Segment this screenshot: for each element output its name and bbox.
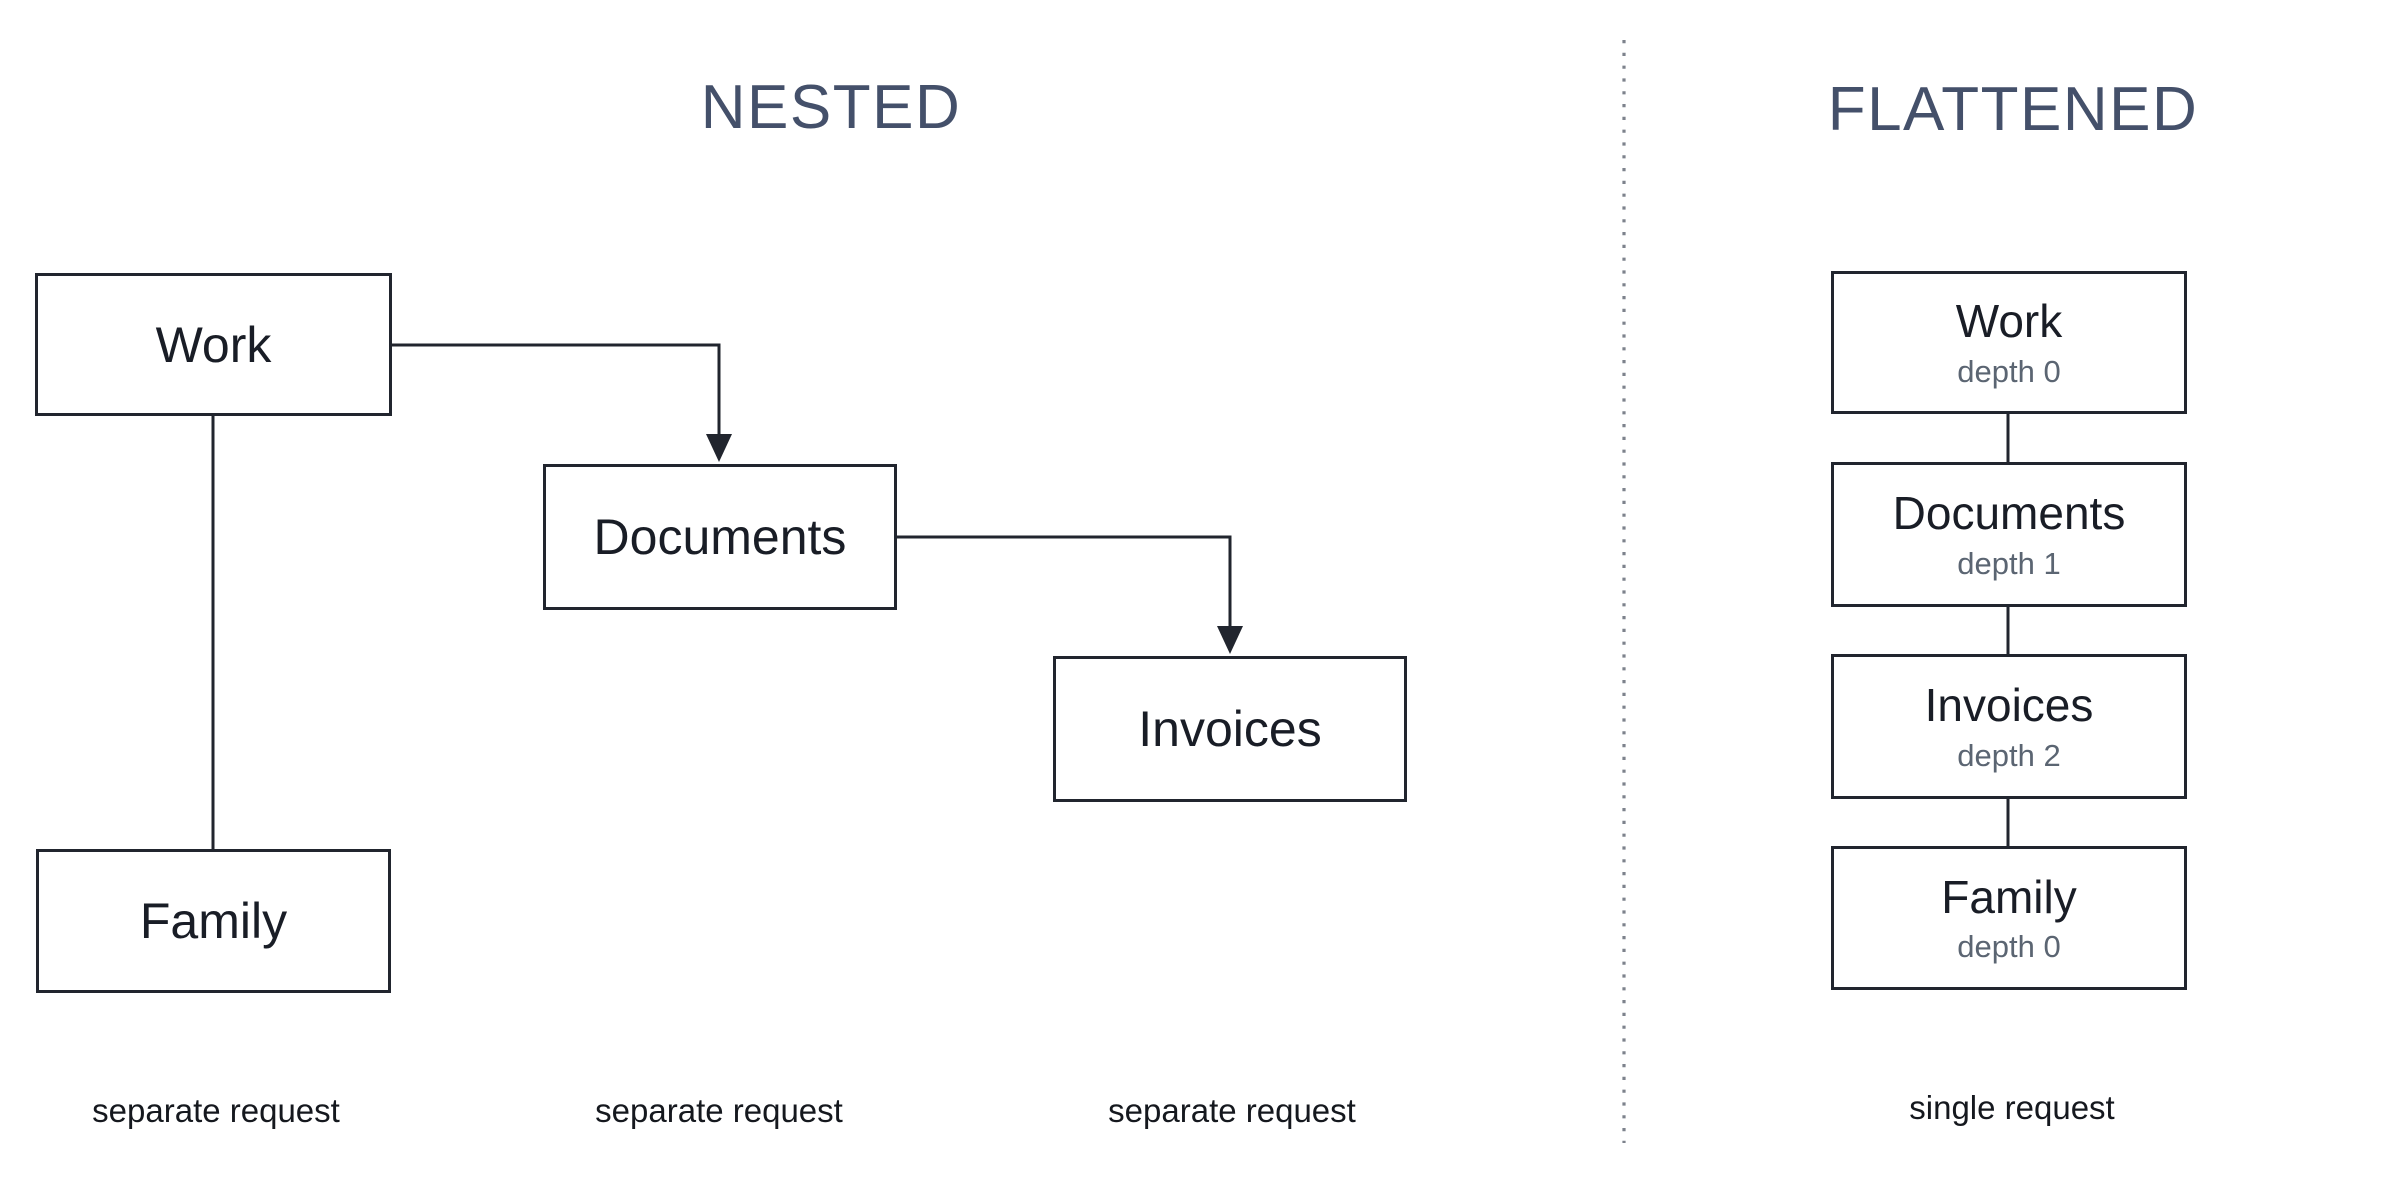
nested-node-work-label: Work	[155, 316, 272, 373]
nested-node-family: Family	[36, 849, 391, 993]
documents-to-invoices-arrowhead-icon	[1217, 626, 1243, 654]
flattened-node-documents: Documents depth 1	[1831, 462, 2187, 607]
nested-node-documents: Documents	[543, 464, 897, 610]
work-to-documents-arrowhead-icon	[706, 434, 732, 462]
flattened-node-work-depth: depth 0	[1957, 353, 2061, 389]
flattened-node-invoices: Invoices depth 2	[1831, 654, 2187, 799]
flattened-node-family-depth: depth 0	[1957, 929, 2061, 965]
flattened-node-invoices-depth: depth 2	[1957, 737, 2061, 773]
caption-separate-request-2: separate request	[595, 1092, 843, 1129]
flattened-node-documents-depth: depth 1	[1957, 545, 2061, 581]
nested-node-invoices: Invoices	[1053, 656, 1407, 802]
documents-to-invoices-connector	[897, 535, 1232, 628]
nested-section-title: NESTED	[700, 73, 962, 142]
flattened-node-family-label: Family	[1941, 870, 2077, 923]
caption-single-request: single request	[1909, 1089, 2115, 1126]
nested-node-invoices-label: Invoices	[1138, 701, 1322, 757]
work-to-documents-connector	[392, 343, 721, 436]
caption-separate-request-1: separate request	[92, 1092, 340, 1129]
flattened-section-title: FLATTENED	[1827, 75, 2199, 144]
flattened-node-work: Work depth 0	[1831, 271, 2187, 414]
caption-separate-request-3: separate request	[1108, 1092, 1356, 1129]
nested-node-documents-label: Documents	[593, 509, 847, 565]
nested-node-work: Work	[35, 273, 392, 416]
flattened-node-family: Family depth 0	[1831, 846, 2187, 990]
nested-node-family-label: Family	[139, 893, 288, 949]
flattened-node-invoices-label: Invoices	[1924, 679, 2094, 732]
flattened-node-documents-label: Documents	[1892, 487, 2126, 540]
flattened-node-work-label: Work	[1955, 295, 2063, 348]
